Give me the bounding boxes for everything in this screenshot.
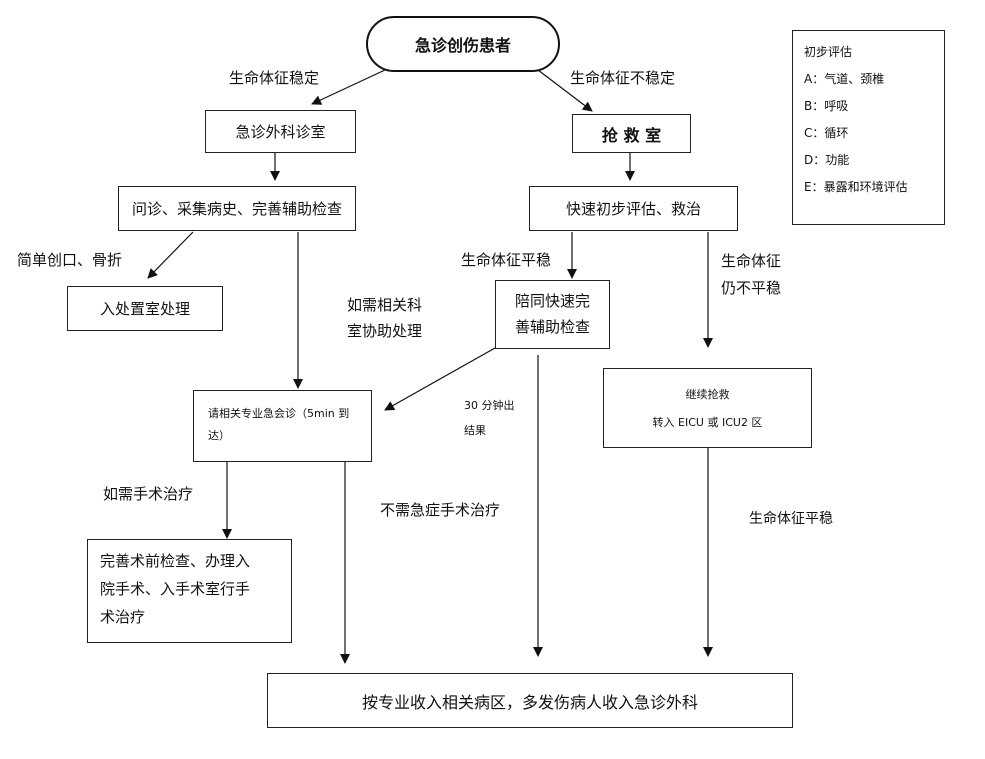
label-vital-stable-2: 生命体征平稳: [749, 511, 833, 527]
label-no-emergency-surgery: 不需急症手术治疗: [380, 501, 501, 519]
surgery-prep-node: 完善术前检查、办理入 院手术、入手术室行手 术治疗: [87, 539, 292, 643]
arrow-history-to-treatment: [147, 231, 194, 279]
legend-item-b: B：呼吸: [804, 99, 849, 113]
escort-exam-node: 陪同快速完 善辅助检查: [495, 280, 610, 349]
treatment-room-node: 入处置室处理: [67, 286, 223, 331]
history-node: 问诊、采集病史、完善辅助检查: [118, 186, 356, 231]
legend-item-a: A：气道、颈椎: [804, 72, 885, 86]
escort-exam-label: 陪同快速完 善辅助检查: [514, 292, 590, 336]
consult-node: 请相关专业急会诊（5min 到 达）: [193, 390, 372, 462]
label-results-30min: 30 分钟出 结果: [464, 399, 515, 438]
continue-rescue-label-2: 转入 EICU 或 ICU2 区: [652, 416, 763, 429]
surgery-prep-label: 完善术前检查、办理入 院手术、入手术室行手 术治疗: [100, 552, 251, 626]
final-node: 按专业收入相关病区，多发伤病人收入急诊外科: [267, 673, 793, 728]
legend-box: 初步评估 A：气道、颈椎 B：呼吸 C：循环 D：功能 E：暴露和环境评估: [792, 30, 945, 225]
label-need-surgery: 如需手术治疗: [103, 485, 194, 503]
er-surgery-label: 急诊外科诊室: [235, 123, 326, 141]
treatment-room-label: 入处置室处理: [99, 300, 190, 318]
label-vital-stable: 生命体征平稳: [461, 251, 552, 269]
quick-eval-label: 快速初步评估、救治: [565, 200, 701, 218]
continue-rescue-node: 继续抢救 转入 EICU 或 ICU2 区: [603, 368, 812, 448]
legend-item-e: E：暴露和环境评估: [804, 180, 908, 194]
history-label: 问诊、采集病史、完善辅助检查: [131, 200, 342, 218]
er-surgery-node: 急诊外科诊室: [205, 110, 356, 153]
rescue-room-node: 抢 救 室: [572, 114, 691, 153]
start-node-label: 急诊创伤患者: [414, 36, 511, 55]
legend-item-c: C：循环: [804, 126, 849, 140]
quick-eval-node: 快速初步评估、救治: [529, 186, 738, 231]
start-node: 急诊创伤患者: [366, 16, 560, 72]
legend-item-d: D：功能: [804, 153, 850, 167]
consult-label: 请相关专业急会诊（5min 到 达）: [208, 407, 350, 442]
label-need-dept: 如需相关科 室协助处理: [347, 296, 423, 341]
label-simple-wound: 简单创口、骨折: [17, 251, 123, 269]
continue-rescue-label-1: 继续抢救: [685, 388, 730, 401]
arrow-start-to-er: [311, 69, 386, 105]
label-unstable: 生命体征不稳定: [570, 69, 676, 87]
arrow-start-to-rescue: [537, 69, 593, 112]
arrow-escort-to-consult: [384, 347, 496, 411]
legend-title: 初步评估: [804, 45, 853, 59]
label-still-unstable: 生命体征 仍不平稳: [721, 252, 782, 297]
final-label: 按专业收入相关病区，多发伤病人收入急诊外科: [361, 692, 698, 712]
rescue-room-label: 抢 救 室: [601, 125, 662, 145]
label-stable: 生命体征稳定: [229, 69, 320, 87]
